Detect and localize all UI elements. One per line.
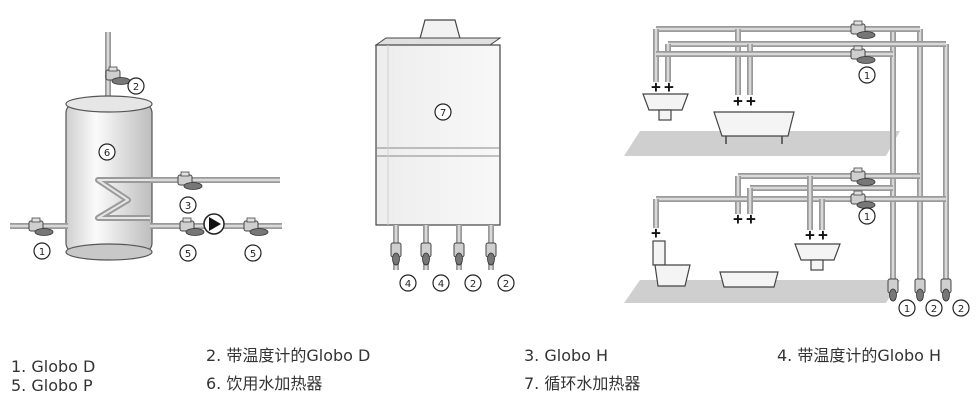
svg-text:6: 6 — [104, 148, 110, 159]
legend-column-3: 3. Globo H 7. 循环水加热器 — [524, 346, 640, 393]
legend-column-1: 1. Globo D 5. Globo P — [11, 357, 95, 395]
svg-text:+: + — [651, 77, 661, 96]
callout-left-valve-pump-left: 5 — [179, 244, 197, 262]
wash-basin-upper — [642, 93, 689, 111]
callout-right-bottom-2: 2 — [925, 299, 943, 317]
drinking-water-heater-group: 1 2 3 5 5 6 — [10, 32, 282, 262]
legend-item-globo-h: 3. Globo H — [524, 346, 609, 365]
svg-text:+: + — [733, 91, 743, 110]
svg-text:+: + — [746, 91, 756, 110]
callout-mid-heater: 7 — [434, 103, 452, 121]
building-distribution-group: ++ ++ + ++ ++ 1 1 1 2 2 — [624, 20, 970, 317]
callout-right-bottom-3: 2 — [952, 299, 970, 317]
shower-tray — [719, 271, 779, 288]
callout-left-valve-cold: 1 — [33, 242, 51, 260]
svg-text:5: 5 — [185, 249, 191, 260]
svg-text:+: + — [733, 209, 743, 228]
callout-mid-valve-3: 2 — [464, 274, 482, 292]
svg-text:4: 4 — [438, 279, 444, 290]
globo-h-thermometer-valve-2 — [420, 242, 432, 266]
callout-left-tank: 6 — [98, 143, 116, 161]
svg-text:+: + — [805, 225, 815, 244]
callout-mid-valve-1: 4 — [399, 274, 417, 292]
riser-valve-globo-d — [887, 278, 899, 302]
svg-text:+: + — [651, 223, 661, 242]
svg-text:7: 7 — [440, 108, 446, 119]
svg-text:1: 1 — [864, 212, 870, 223]
legend-column-4: 4. 带温度计的Globo H — [777, 346, 941, 365]
callout-right-valve-upper: 1 — [858, 66, 876, 84]
globo-d-thermometer-valve-2 — [485, 242, 497, 266]
svg-text:2: 2 — [470, 279, 476, 290]
svg-text:3: 3 — [185, 201, 191, 212]
globo-h-thermometer-valve-1 — [390, 242, 402, 266]
legend-item-circulation-heater: 7. 循环水加热器 — [524, 374, 641, 393]
riser-valve-globo-d-thermometer-1 — [914, 278, 926, 302]
svg-text:1: 1 — [39, 247, 45, 258]
legend-item-globo-h-thermometer: 4. 带温度计的Globo H — [777, 346, 942, 365]
callout-left-valve-top: 2 — [127, 77, 145, 95]
svg-text:2: 2 — [133, 82, 139, 93]
callout-left-valve-pump-right: 5 — [244, 244, 262, 262]
svg-text:2: 2 — [958, 304, 964, 315]
circulation-heater-housing — [375, 44, 501, 226]
legend-column-2: 2. 带温度计的Globo D 6. 饮用水加热器 — [206, 346, 370, 393]
bathtub — [713, 111, 795, 137]
callout-mid-valve-4: 2 — [497, 274, 515, 292]
svg-text:1: 1 — [904, 304, 910, 315]
legend-item-drinking-water-heater: 6. 饮用水加热器 — [206, 374, 323, 393]
legend-item-globo-d: 1. Globo D — [11, 357, 96, 376]
callout-mid-valve-2: 4 — [432, 274, 450, 292]
wash-basin-lower — [794, 243, 841, 261]
legend-item-globo-d-thermometer: 2. 带温度计的Globo D — [206, 346, 371, 365]
legend-item-globo-p: 5. Globo P — [11, 376, 93, 395]
callout-right-bottom-1: 1 — [898, 299, 916, 317]
toilet-cistern — [652, 240, 666, 266]
globo-d-thermometer-valve-1 — [453, 242, 465, 266]
circulation-heater-group: 7 4 4 2 2 — [374, 19, 515, 292]
installation-diagram: 1 2 3 5 5 6 7 4 4 2 2 — [10, 19, 970, 317]
upper-floor-slab — [624, 131, 900, 156]
callout-right-valve-lower: 1 — [858, 207, 876, 225]
svg-text:5: 5 — [250, 249, 256, 260]
callout-left-valve-coil: 3 — [179, 196, 197, 214]
svg-text:2: 2 — [931, 304, 937, 315]
svg-text:+: + — [664, 77, 674, 96]
lower-floor-slab — [624, 280, 900, 303]
svg-text:+: + — [746, 209, 756, 228]
svg-text:+: + — [818, 225, 828, 244]
svg-text:2: 2 — [503, 279, 509, 290]
toilet — [654, 264, 691, 287]
svg-text:4: 4 — [405, 279, 411, 290]
riser-valve-globo-d-thermometer-2 — [940, 278, 952, 302]
svg-text:1: 1 — [864, 71, 870, 82]
